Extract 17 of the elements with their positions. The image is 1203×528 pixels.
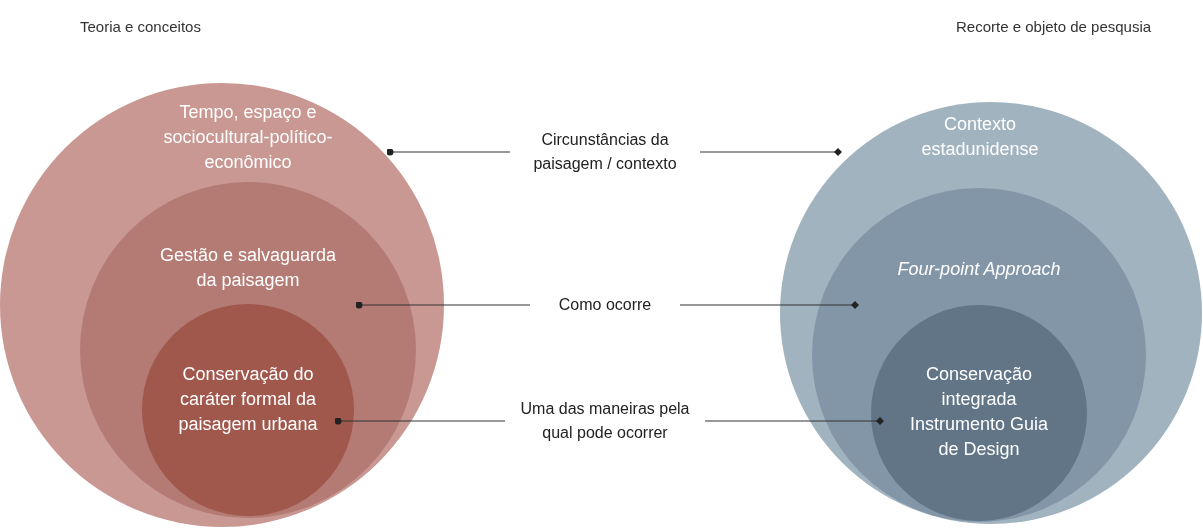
annotation-label: Como ocorre <box>557 295 653 315</box>
annotation-label: Uma das maneiras pela qual pode ocorrer <box>519 399 691 443</box>
circle-label: Conservação do caráter formal da paisagem urbana <box>177 363 319 436</box>
leader-line <box>704 417 884 425</box>
column-heading: Teoria e conceitos <box>80 18 201 35</box>
annotation-label: Circunstâncias da paisagem / contexto <box>532 130 678 174</box>
circle-label: Tempo, espaço e sociocultural-político-econômico <box>162 101 334 174</box>
leader-line <box>386 148 511 156</box>
circle-label: Four-point Approach <box>896 258 1062 281</box>
leader-line <box>679 301 859 309</box>
column-heading: Recorte e objeto de pesqusia <box>956 18 1152 35</box>
circle-label: Gestão e salvaguarda da paisagem <box>158 244 338 292</box>
leader-line <box>699 148 842 156</box>
circle-label: Conservação integrada Instrumento Guia de Design <box>908 363 1050 461</box>
circle-label: Contexto estadunidense <box>920 113 1040 161</box>
leader-line <box>355 301 531 309</box>
leader-line <box>334 417 506 425</box>
